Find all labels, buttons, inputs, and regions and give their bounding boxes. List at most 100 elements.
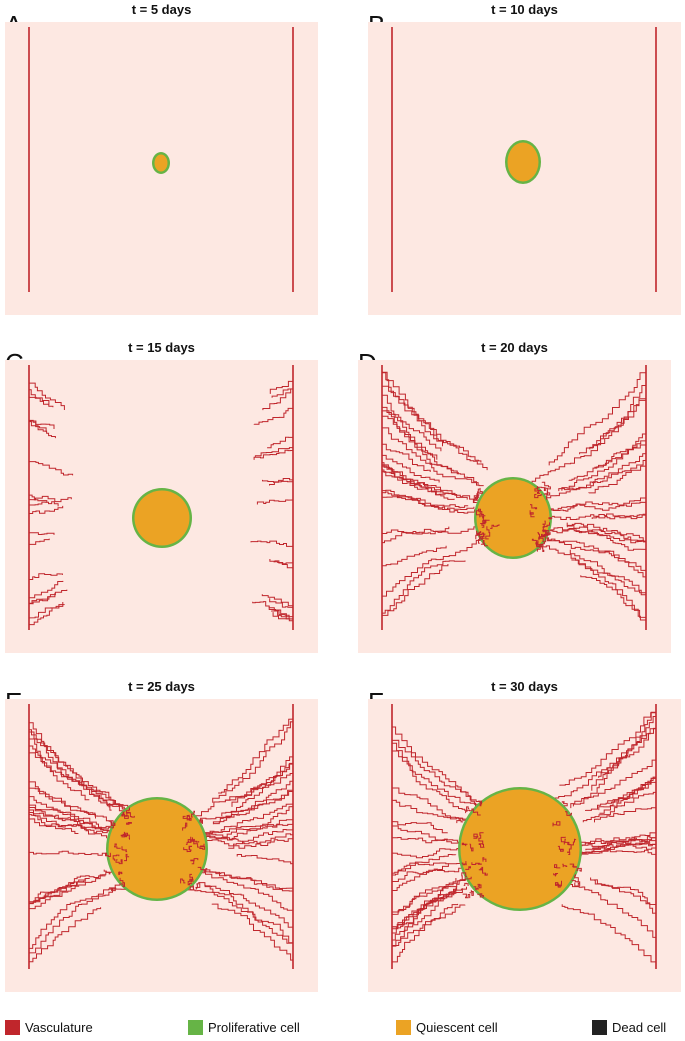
sprout-vessel (28, 580, 64, 599)
sprout-vessel (599, 791, 657, 814)
sprout-vessel (28, 604, 65, 626)
sprout-vessel (28, 501, 59, 507)
sprout-vessel (269, 380, 294, 394)
panel-title: t = 10 days (491, 2, 558, 17)
intratumoral-vessel (120, 833, 127, 838)
quiescent-core (108, 799, 206, 899)
legend: Vasculature Proliferative cell Quiescent… (0, 1010, 685, 1040)
sprout-vessel (559, 712, 657, 786)
intratumoral-vessel (121, 846, 128, 853)
intratumoral-vessel (560, 836, 566, 845)
intratumoral-vessel (126, 822, 132, 825)
simulation-domain (5, 22, 318, 315)
simulation-domain (368, 699, 681, 992)
intratumoral-vessel (461, 861, 467, 866)
sprout-vessel (381, 564, 449, 616)
sprout-vessel (28, 814, 108, 839)
intratumoral-vessel (548, 517, 553, 520)
intratumoral-vessel (473, 833, 479, 839)
sprout-vessel (256, 499, 294, 505)
intratumoral-vessel (187, 836, 195, 842)
intratumoral-vessel (556, 883, 561, 888)
intratumoral-vessel (479, 866, 484, 872)
sprout-vessel (267, 436, 293, 449)
intratumoral-vessel (562, 863, 568, 868)
legend-label: Dead cell (612, 1019, 667, 1035)
panel-c: t = 15 days C (5, 340, 318, 653)
intratumoral-vessel (109, 887, 117, 892)
intratumoral-vessel (180, 878, 186, 884)
sprout-vessel (391, 863, 449, 892)
intratumoral-vessel (190, 858, 199, 865)
sprout-vessel (273, 561, 294, 565)
sprout-vessel (252, 601, 294, 618)
vasculature-swatch (5, 1019, 20, 1035)
intratumoral-vessel (574, 881, 581, 887)
simulation-domain (358, 360, 671, 653)
intratumoral-vessel (465, 866, 471, 870)
sprout-vessel (228, 838, 294, 849)
panel-a: t = 5 days A (5, 2, 318, 315)
sprout-vessel (28, 495, 72, 503)
intratumoral-vessel (461, 842, 468, 847)
sprout-vessel (381, 545, 447, 567)
sprout-vessel (199, 833, 294, 845)
sprout-vessel (185, 780, 294, 827)
intratumoral-vessel (567, 846, 572, 855)
intratumoral-vessel (490, 524, 500, 529)
intratumoral-vessel (114, 843, 121, 849)
sprout-vessel (391, 821, 448, 834)
sprout-vessel (28, 880, 85, 910)
sprout-vessel (262, 478, 294, 483)
simulation-domain (5, 360, 318, 653)
intratumoral-vessel (478, 843, 485, 848)
panel-title: t = 5 days (131, 2, 192, 17)
simulation-domain (5, 699, 318, 992)
panel-b: t = 10 days B (368, 2, 681, 315)
sprout-vessel (591, 514, 647, 520)
intratumoral-vessel (119, 877, 125, 887)
intratumoral-vessel (542, 530, 551, 535)
panel-title: t = 15 days (128, 340, 195, 355)
sprout-vessel (28, 382, 65, 410)
panel-e: t = 25 days E (5, 679, 318, 992)
intratumoral-vessel (469, 843, 474, 852)
sprout-vessel (546, 459, 647, 500)
sprout-vessel (391, 903, 459, 947)
intratumoral-vessel (564, 838, 571, 846)
intratumoral-vessel (103, 869, 111, 875)
intratumoral-vessel (110, 823, 116, 829)
sprout-vessel (535, 528, 647, 571)
sprout-vessel (224, 762, 294, 801)
panel-d: t = 20 days D (358, 340, 671, 653)
sprout-vessel (29, 494, 48, 503)
intratumoral-vessel (456, 817, 464, 824)
panel-f: t = 30 days F (368, 679, 681, 992)
intratumoral-vessel (199, 819, 203, 824)
sprout-vessel (28, 722, 121, 805)
sprout-vessel (28, 875, 106, 905)
sprout-vessel (381, 406, 484, 487)
sprout-vessel (188, 868, 294, 911)
sprout-vessel (28, 806, 124, 833)
sprout-vessel (262, 388, 294, 411)
intratumoral-vessel (530, 504, 538, 510)
intratumoral-vessel (538, 545, 545, 552)
intratumoral-vessel (557, 845, 565, 852)
sprout-vessel (28, 787, 129, 830)
sprout-vessel (592, 836, 657, 850)
intratumoral-vessel (123, 811, 129, 819)
sprout-vessel (28, 592, 56, 604)
intratumoral-vessel (480, 540, 488, 547)
intratumoral-vessel (541, 481, 551, 490)
intratumoral-vessel (476, 533, 486, 537)
intratumoral-vessel (115, 859, 123, 865)
sprout-vessel (591, 715, 657, 791)
intratumoral-vessel (108, 803, 114, 811)
intratumoral-vessel (477, 800, 483, 807)
sprout-vessel (525, 384, 647, 484)
intratumoral-vessel (191, 837, 202, 848)
legend-label: Vasculature (25, 1019, 93, 1035)
sprout-vessel (193, 806, 294, 836)
intratumoral-vessel (534, 486, 540, 494)
